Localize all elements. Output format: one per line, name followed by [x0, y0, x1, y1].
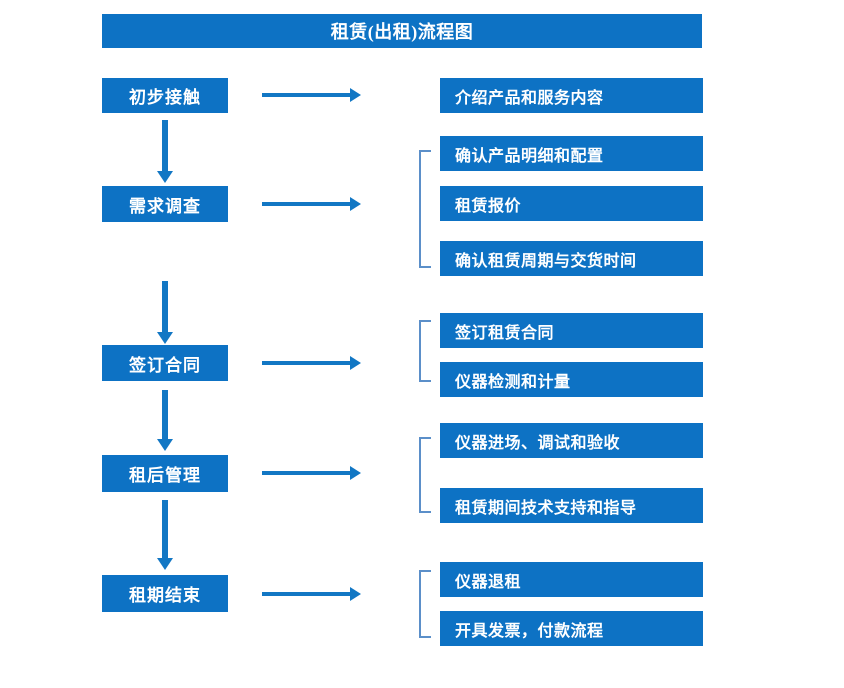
diagram-title: 租赁(出租)流程图 [102, 14, 702, 48]
arrow-head [350, 88, 361, 102]
flow-arrow-down-1 [157, 120, 173, 183]
group-bracket-5 [419, 570, 431, 638]
stage-box-1[interactable]: 初步接触 [102, 78, 228, 113]
arrow-head [157, 171, 173, 183]
arrow-shaft [262, 471, 351, 475]
group-bracket-3 [419, 320, 431, 382]
stage-box-4[interactable]: 租后管理 [102, 455, 228, 492]
detail-box-4-2[interactable]: 租赁期间技术支持和指导 [440, 488, 703, 523]
arrow-head [350, 356, 361, 370]
arrow-head [350, 197, 361, 211]
arrow-head [350, 466, 361, 480]
stage-box-5[interactable]: 租期结束 [102, 575, 228, 612]
arrow-shaft [262, 592, 351, 596]
arrow-shaft [162, 120, 168, 172]
detail-box-5-1[interactable]: 仪器退租 [440, 562, 703, 597]
arrow-head [157, 439, 173, 451]
arrow-head [157, 332, 173, 344]
arrow-head [157, 558, 173, 570]
detail-box-2-3[interactable]: 确认租赁周期与交货时间 [440, 241, 703, 276]
flow-arrow-right-2 [262, 197, 361, 211]
arrow-shaft [162, 390, 168, 440]
detail-box-5-2[interactable]: 开具发票，付款流程 [440, 611, 703, 646]
arrow-head [350, 587, 361, 601]
arrow-shaft [262, 93, 351, 97]
detail-box-3-2[interactable]: 仪器检测和计量 [440, 362, 703, 397]
flow-arrow-right-4 [262, 466, 361, 480]
arrow-shaft [162, 500, 168, 559]
arrow-shaft [162, 281, 168, 333]
arrow-shaft [262, 202, 351, 206]
flow-arrow-right-3 [262, 356, 361, 370]
group-bracket-4 [419, 437, 431, 513]
flow-arrow-down-2 [157, 281, 173, 344]
flow-arrow-down-4 [157, 500, 173, 570]
detail-box-2-1[interactable]: 确认产品明细和配置 [440, 136, 703, 171]
detail-box-3-1[interactable]: 签订租赁合同 [440, 313, 703, 348]
detail-box-1-1[interactable]: 介绍产品和服务内容 [440, 78, 703, 113]
detail-box-4-1[interactable]: 仪器进场、调试和验收 [440, 423, 703, 458]
flow-arrow-right-1 [262, 88, 361, 102]
arrow-shaft [262, 361, 351, 365]
flow-arrow-down-3 [157, 390, 173, 451]
group-bracket-2 [419, 150, 431, 268]
flow-arrow-right-5 [262, 587, 361, 601]
stage-box-2[interactable]: 需求调查 [102, 186, 228, 222]
detail-box-2-2[interactable]: 租赁报价 [440, 186, 703, 221]
stage-box-3[interactable]: 签订合同 [102, 345, 228, 381]
